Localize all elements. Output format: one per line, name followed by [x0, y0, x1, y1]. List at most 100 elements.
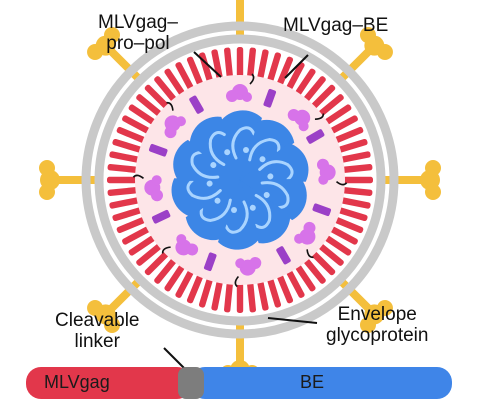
be-protein — [161, 234, 199, 256]
capsid-bar — [186, 56, 203, 86]
capsid-bar — [107, 187, 138, 196]
purple-rod — [306, 129, 325, 144]
core-wedge — [218, 180, 260, 250]
capsid-bar — [136, 94, 162, 117]
rna-strand — [231, 126, 256, 160]
spike-lobe — [104, 27, 121, 44]
capsid-bar — [198, 278, 213, 308]
label-pointer-be — [284, 54, 309, 79]
core-segment — [240, 143, 309, 182]
protein-lobe — [151, 175, 162, 186]
core-segment — [240, 178, 307, 221]
linker-strand — [249, 73, 255, 85]
capsid-bar — [343, 176, 373, 184]
capsid-bar — [112, 207, 142, 222]
capsid-bar — [109, 151, 140, 163]
capsid-bar — [338, 138, 368, 153]
core-segment — [220, 110, 262, 180]
capsid-bar — [311, 251, 336, 276]
core-wedge — [220, 110, 262, 180]
rna-dot — [224, 149, 231, 156]
core-segment — [240, 119, 295, 180]
protein-lobe — [303, 221, 316, 234]
capsid-bar — [236, 283, 244, 313]
label-mlvgag-pro-pol: MLVgag– pro–pol — [98, 12, 178, 54]
gag-bar — [26, 367, 192, 399]
capsid-bar — [128, 104, 156, 125]
capsid-bar — [144, 84, 169, 109]
linker-strand — [161, 246, 171, 254]
capsid-bar — [136, 243, 162, 266]
rna-strand — [199, 198, 232, 222]
capsid-bar — [318, 243, 344, 266]
linker-strand — [335, 180, 348, 186]
be-protein — [287, 108, 325, 132]
spike-stalk — [236, 0, 244, 35]
linker-strand — [314, 113, 325, 120]
protein-lobe — [186, 243, 199, 256]
capsid-bar — [334, 217, 364, 234]
linker-strand — [132, 174, 145, 180]
capsid-bar — [116, 126, 146, 143]
capsid-bar — [318, 94, 344, 117]
capsid-bar — [154, 76, 177, 102]
capsid-layer — [107, 47, 373, 313]
core-wedge — [185, 180, 240, 241]
protein-lobe — [175, 116, 186, 127]
be-bar — [190, 367, 452, 399]
protein-lobe — [298, 121, 309, 132]
purple-rod — [276, 246, 291, 265]
spike-lobe — [39, 184, 55, 200]
spike-lobe — [425, 160, 441, 176]
protein-lobe — [318, 174, 329, 185]
rna-strand — [224, 200, 249, 234]
rna-strand — [248, 138, 281, 162]
spike-lobe — [87, 299, 104, 316]
protein-lobe — [164, 126, 177, 139]
rna-dot — [267, 173, 274, 180]
capsid-bar — [247, 282, 256, 313]
capsid-bar — [295, 68, 316, 96]
linker-strand — [306, 249, 314, 259]
capsid-bar — [334, 126, 364, 143]
spike-lobe — [39, 160, 55, 176]
capsid-bar — [175, 270, 194, 298]
core-segment — [218, 180, 260, 250]
purple-rod — [148, 143, 168, 157]
label-envelope-glycoprotein: Envelope glycoprotein — [326, 304, 429, 346]
label-cleavable-linker: Cleavable linker — [55, 310, 140, 352]
protein-lobe — [249, 256, 262, 269]
capsid-bar — [164, 264, 185, 292]
core-wedge — [240, 178, 307, 221]
label-pointer-linker — [163, 347, 185, 369]
be-bar-label: BE — [300, 372, 325, 392]
spike-lobe — [376, 44, 393, 61]
capsid-bar — [340, 197, 371, 209]
rna-dot — [243, 147, 249, 153]
gag-bar-label: MLVgag — [44, 372, 110, 392]
inner-membrane-ring — [94, 34, 386, 326]
rna-strand — [190, 150, 220, 179]
rna-strand — [186, 179, 222, 200]
capsid-bar — [295, 264, 316, 292]
capsid-bar — [303, 76, 326, 102]
capsid-bar — [324, 104, 352, 125]
core-segment — [240, 180, 291, 244]
rna-strand — [258, 160, 294, 181]
glycoprotein-spike — [236, 0, 244, 35]
label-pointer-envelope — [267, 317, 318, 324]
purple-rod — [151, 209, 171, 224]
be-protein — [164, 101, 186, 139]
capsid-bar — [267, 52, 282, 82]
protein-lobe — [226, 90, 238, 102]
rna-dot — [249, 204, 256, 211]
purple-rod — [189, 95, 204, 114]
glycoprotein-spike — [39, 160, 95, 200]
be-protein — [316, 158, 348, 186]
capsid-bar — [236, 47, 244, 77]
protein-lobe — [176, 234, 187, 245]
capsid-bar — [303, 258, 326, 284]
capsid-bar — [311, 84, 336, 109]
interior-proteins — [132, 73, 348, 288]
capsid-bar — [338, 207, 368, 222]
